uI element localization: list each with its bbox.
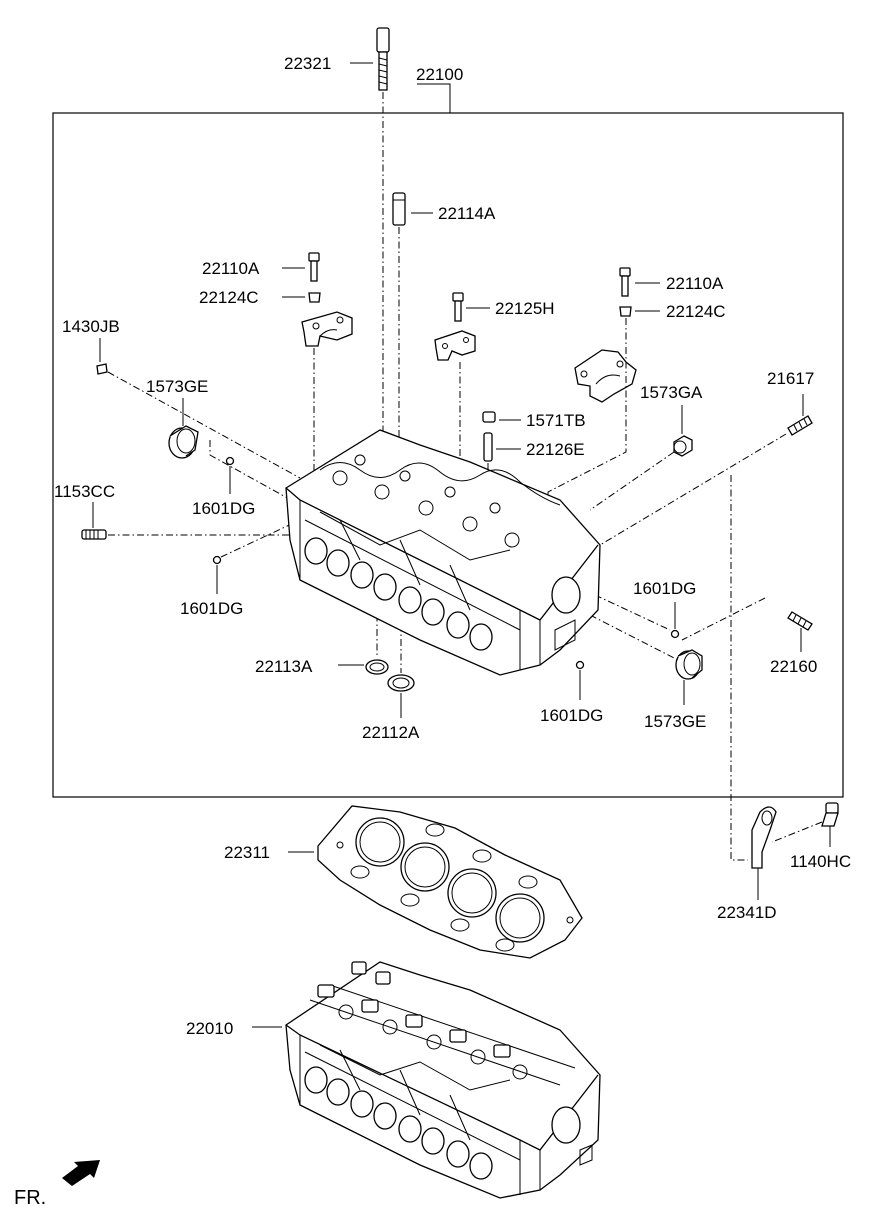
label-21617[interactable]: 21617 [767,369,814,388]
cylinder-head-subassembly[interactable] [285,429,601,676]
hanger-bracket-part[interactable] [751,806,777,869]
cap-bolt-left-part[interactable] [308,252,320,282]
label-22124c-left[interactable]: 22124C [199,288,259,307]
label-1573ge-bottom[interactable]: 1573GE [644,712,706,731]
label-1571tb[interactable]: 1571TB [526,411,586,430]
cylinder-head-assembly[interactable] [285,961,601,1199]
head-bolt-part[interactable] [376,27,390,91]
label-22100[interactable]: 22100 [416,65,463,84]
pin-1430jb-part[interactable] [96,363,108,375]
seal-cap-bottom-part[interactable] [675,649,703,680]
label-22110a-left[interactable]: 22110A [202,259,260,278]
ring-22112a-part[interactable] [387,674,415,692]
stud-1153cc-part[interactable] [81,529,107,540]
dowel-pin-part[interactable] [483,432,493,462]
label-22126e[interactable]: 22126E [526,440,585,459]
cap-washer-left-part[interactable] [308,292,321,303]
label-22112a[interactable]: 22112A [362,723,420,742]
head-gasket-part[interactable] [317,805,583,959]
label-1601dg-d[interactable]: 1601DG [540,706,603,725]
front-direction-label: FR. [14,1187,46,1209]
plug-1571tb-part[interactable] [482,411,496,423]
ring-22113a-part[interactable] [365,659,389,675]
label-22113a[interactable]: 22113A [255,657,313,676]
label-1153cc[interactable]: 1153CC [54,482,115,501]
label-1601dg-b[interactable]: 1601DG [180,599,243,618]
camshaft-cap-front-part[interactable] [574,349,637,403]
camshaft-cap-left-part[interactable] [301,311,353,347]
label-22110a-right[interactable]: 22110A [666,274,724,293]
front-arrow-icon [62,1160,100,1186]
label-1601dg-c[interactable]: 1601DG [633,579,696,598]
plug-1573ga-part[interactable] [673,435,693,457]
label-1573ga[interactable]: 1573GA [640,383,703,402]
label-1601dg-a[interactable]: 1601DG [192,499,255,518]
stud-21617-part[interactable] [787,415,813,436]
label-22341d[interactable]: 22341D [717,903,777,922]
bracket-bolt-part[interactable] [821,802,839,827]
label-22124c-right[interactable]: 22124C [666,302,726,321]
label-1140hc[interactable]: 1140HC [790,852,851,871]
seal-cap-top-part[interactable] [168,425,199,459]
label-1573ge-top[interactable]: 1573GE [146,377,208,396]
plug-ball-b-part[interactable] [212,555,222,565]
label-22311[interactable]: 22311 [224,843,270,862]
stud-22160-part[interactable] [787,611,813,631]
label-1430jb[interactable]: 1430JB [62,317,120,336]
label-22321[interactable]: 22321 [284,54,331,73]
label-22010[interactable]: 22010 [186,1019,233,1038]
label-22160[interactable]: 22160 [770,657,817,676]
cap-bolt-right-part[interactable] [619,267,631,297]
camshaft-cap-middle-part[interactable] [434,330,476,361]
plug-ball-a-part[interactable] [225,456,235,466]
label-22125h[interactable]: 22125H [495,299,555,318]
guide-pin-part[interactable] [392,192,406,226]
plug-ball-d-part[interactable] [575,660,585,670]
assembly-frame [52,112,844,798]
cap-bolt-middle-part[interactable] [452,292,464,322]
cap-washer-right-part[interactable] [619,306,632,317]
label-22114a[interactable]: 22114A [438,204,496,223]
plug-ball-c-part[interactable] [670,629,680,639]
